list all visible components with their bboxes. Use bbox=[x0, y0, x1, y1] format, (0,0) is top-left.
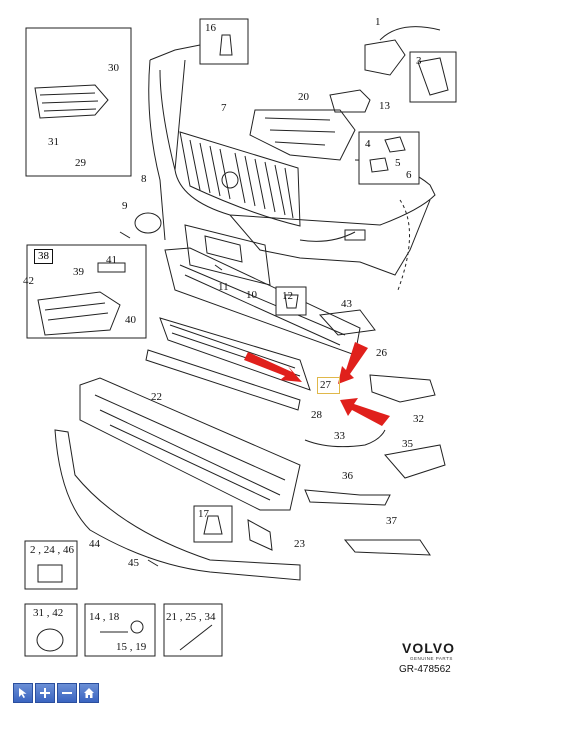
callout-11[interactable]: 11 bbox=[218, 281, 229, 293]
callout-40[interactable]: 40 bbox=[125, 314, 136, 326]
callout-42[interactable]: 42 bbox=[23, 275, 34, 287]
callout-17[interactable]: 17 bbox=[198, 508, 209, 520]
part-1 bbox=[364, 39, 406, 76]
callout-41[interactable]: 41 bbox=[106, 254, 117, 266]
callout-23[interactable]: 23 bbox=[294, 538, 305, 550]
panel-part-14-18-15-19 bbox=[84, 603, 156, 657]
callout-30[interactable]: 30 bbox=[108, 62, 119, 74]
panel-label-2-24-46: 2 , 24 , 46 bbox=[30, 544, 74, 556]
panel-part-12 bbox=[275, 286, 307, 316]
callout-35[interactable]: 35 bbox=[402, 438, 413, 450]
part-33-harness bbox=[304, 429, 386, 448]
callout-16[interactable]: 16 bbox=[205, 22, 216, 34]
panel-label-21-25-34: 21 , 25 , 34 bbox=[166, 611, 216, 623]
callout-9[interactable]: 9 bbox=[122, 200, 128, 212]
callout-39[interactable]: 39 bbox=[73, 266, 84, 278]
callout-37[interactable]: 37 bbox=[386, 515, 397, 527]
diagram-reference: GR-478562 bbox=[399, 664, 451, 675]
panel-label-15-19: 15 , 19 bbox=[116, 641, 147, 653]
callout-20[interactable]: 20 bbox=[298, 91, 309, 103]
highlight-box-27 bbox=[317, 377, 340, 394]
strip-part-28 bbox=[145, 349, 301, 411]
plate-holder-part-10 bbox=[184, 224, 271, 286]
arrow-bottom-right bbox=[340, 398, 390, 426]
panel-part-4-5-6 bbox=[358, 131, 420, 185]
callout-43[interactable]: 43 bbox=[341, 298, 352, 310]
part-11 bbox=[214, 264, 223, 271]
lower-grille bbox=[159, 317, 311, 391]
panel-part-17 bbox=[193, 505, 233, 543]
panel-part-21-25-34 bbox=[163, 603, 223, 657]
part-37 bbox=[343, 539, 431, 556]
callout-13[interactable]: 13 bbox=[379, 100, 390, 112]
panel-label-14-18: 14 , 18 bbox=[89, 611, 120, 623]
zoom-out-icon[interactable] bbox=[57, 683, 77, 703]
callout-29[interactable]: 29 bbox=[75, 157, 86, 169]
callout-27[interactable]: 27 bbox=[320, 379, 331, 391]
badge-part-8 bbox=[134, 212, 162, 234]
callout-36[interactable]: 36 bbox=[342, 470, 353, 482]
panel-label-31-42: 31 , 42 bbox=[33, 607, 64, 619]
bumper-reinforcement-part-26 bbox=[164, 247, 361, 356]
arrow-left bbox=[244, 352, 302, 382]
callout-10[interactable]: 10 bbox=[246, 289, 257, 301]
part-23 bbox=[247, 519, 273, 551]
callout-7[interactable]: 7 bbox=[221, 102, 227, 114]
callout-5[interactable]: 5 bbox=[395, 157, 401, 169]
home-icon[interactable] bbox=[79, 683, 99, 703]
callout-44[interactable]: 44 bbox=[89, 538, 100, 550]
zoom-toolbar bbox=[13, 683, 99, 703]
brand-subtitle: GENUINE PARTS bbox=[410, 656, 453, 661]
callout-38[interactable]: 38 bbox=[34, 249, 53, 264]
part-36 bbox=[304, 489, 391, 506]
callout-12[interactable]: 12 bbox=[282, 290, 293, 302]
callout-8[interactable]: 8 bbox=[141, 173, 147, 185]
callout-45[interactable]: 45 bbox=[128, 557, 139, 569]
callout-4[interactable]: 4 bbox=[362, 138, 374, 151]
part-9 bbox=[119, 231, 131, 239]
panel-part-16 bbox=[199, 18, 249, 65]
panel-part-31-42 bbox=[24, 603, 78, 657]
skid-plate-part-22 bbox=[79, 377, 301, 511]
callout-32[interactable]: 32 bbox=[413, 413, 424, 425]
callout-31[interactable]: 31 bbox=[48, 136, 59, 148]
pointer-icon[interactable] bbox=[13, 683, 33, 703]
callout-1[interactable]: 1 bbox=[375, 16, 381, 28]
callout-26[interactable]: 26 bbox=[376, 347, 387, 359]
callout-22[interactable]: 22 bbox=[151, 391, 162, 403]
zoom-in-icon[interactable] bbox=[35, 683, 55, 703]
grille-part-7 bbox=[179, 131, 301, 227]
bracket-part-20 bbox=[249, 109, 356, 161]
arrow-top-right bbox=[338, 342, 368, 384]
callout-3[interactable]: 3 bbox=[416, 55, 422, 67]
callout-28[interactable]: 28 bbox=[311, 409, 322, 421]
part-35 bbox=[384, 444, 446, 479]
brand-logo: VOLVO bbox=[402, 640, 455, 656]
callout-33[interactable]: 33 bbox=[334, 430, 345, 442]
lower-bumper-part-44 bbox=[54, 429, 301, 581]
callout-6[interactable]: 6 bbox=[406, 169, 412, 181]
part-43 bbox=[318, 309, 376, 336]
part-13 bbox=[329, 89, 371, 113]
part-32 bbox=[369, 374, 436, 403]
part-45 bbox=[147, 559, 159, 567]
bumper-cover-lower bbox=[229, 199, 431, 276]
